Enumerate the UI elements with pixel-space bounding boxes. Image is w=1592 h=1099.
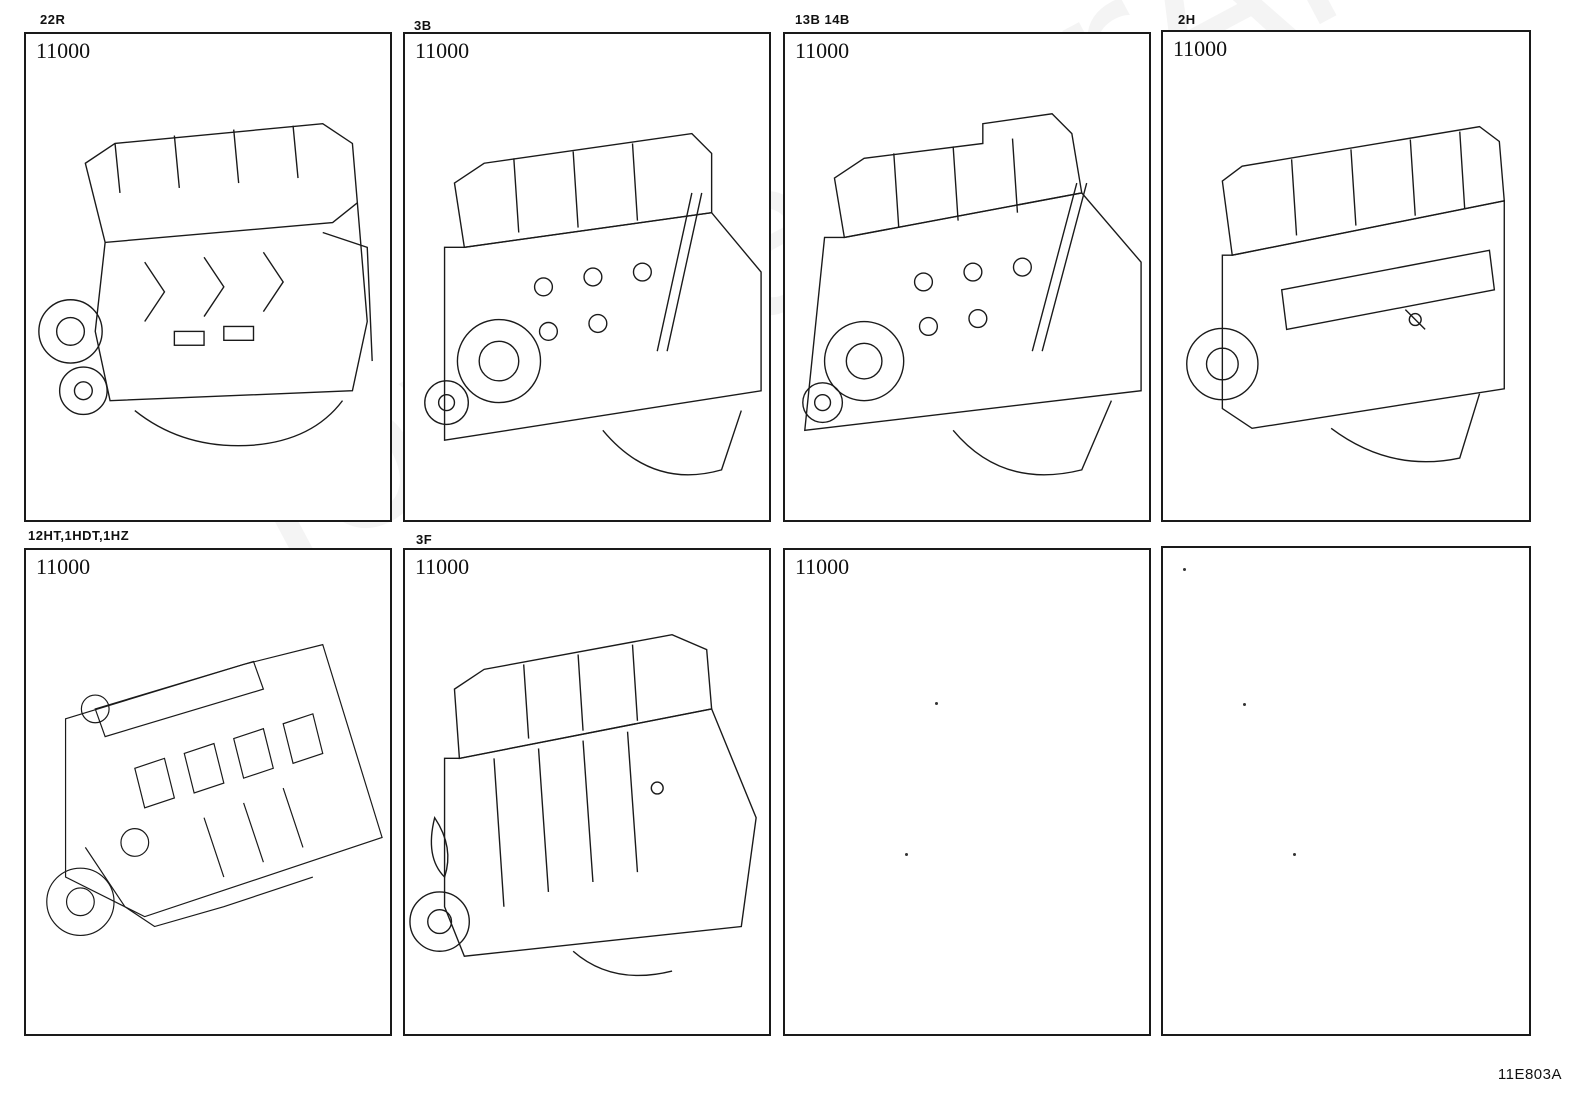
part-number: 11000 [415,554,470,579]
speck [935,702,938,705]
panel-blank-2[interactable] [1161,546,1531,1036]
engine-assembly-icon [1186,125,1506,463]
panel-3b[interactable]: 11000 [403,32,771,522]
speck [1243,703,1246,706]
panel-2h[interactable]: 11000 [1161,30,1531,522]
engine-assembly-icon [424,132,762,476]
panel-13b-14b[interactable]: 11000 [783,32,1151,522]
engine-code-2h: 2H [1178,12,1196,27]
part-number: 11000 [1173,36,1228,61]
engine-code-3b: 3B [414,18,432,33]
panel-12ht-1hdt-1hz[interactable]: 11000 [24,548,392,1036]
part-number: 11000 [36,554,91,579]
panel-blank-1[interactable]: 11000 [783,548,1151,1036]
panel-3f[interactable]: 11000 [403,548,771,1036]
engine-assembly-icon [802,113,1142,476]
engine-code-3f: 3F [416,532,433,547]
engine-assembly-icon [38,122,373,447]
part-number: 11000 [36,38,91,63]
diagram-reference-code: 11E803A [1497,1066,1562,1083]
panel-22r[interactable]: 11000 [24,32,392,522]
engine-code-22r: 22R [40,12,66,27]
engine-code-13b-14b: 13B 14B [795,12,850,27]
part-number: 11000 [795,554,850,579]
part-number: 11000 [795,38,850,63]
speck [905,853,908,856]
engine-assembly-icon [46,643,383,937]
engine-assembly-icon [409,634,757,977]
engine-code-12ht-1hdt-1hz: 12HT,1HDT,1HZ [28,528,130,543]
speck [1293,853,1296,856]
part-number: 11000 [415,38,470,63]
speck [1183,568,1186,571]
